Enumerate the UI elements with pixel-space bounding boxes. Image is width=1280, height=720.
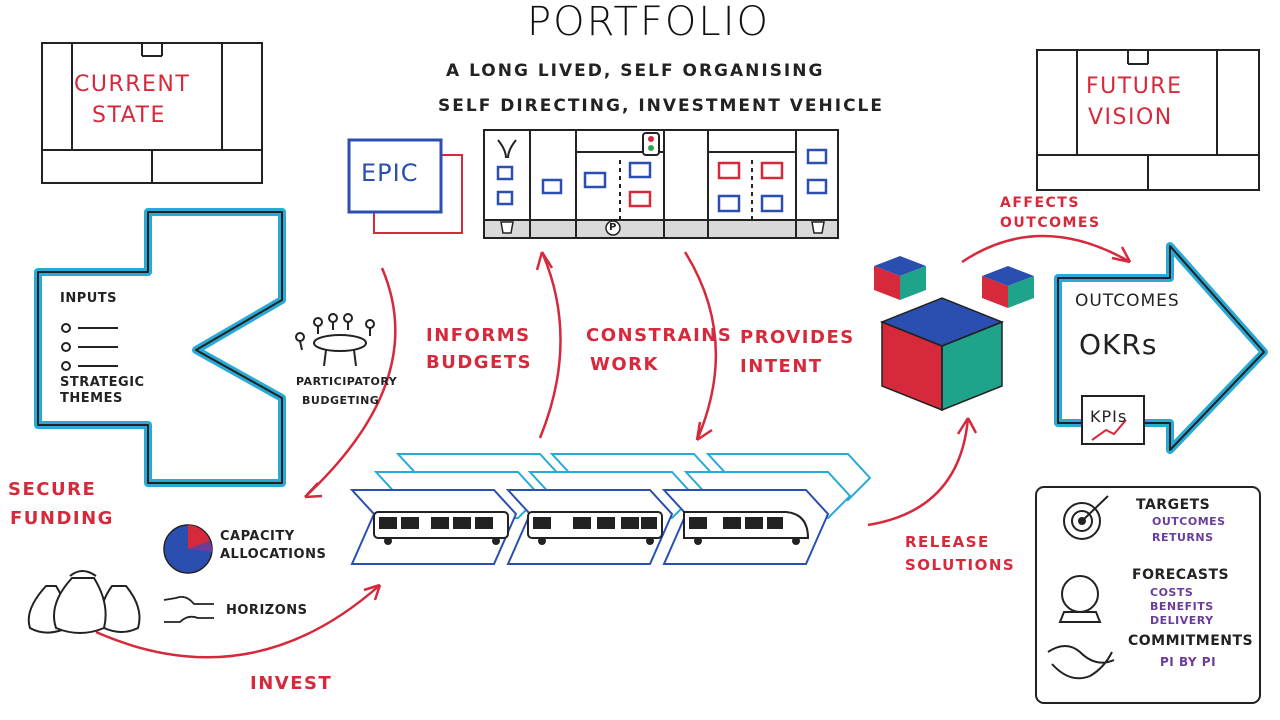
budgeting-label-1: PARTICIPATORY <box>296 375 398 388</box>
future-vision-label-2: VISION <box>1088 105 1173 130</box>
forecasts-delivery-label: DELIVERY <box>1150 614 1214 627</box>
budgeting-label-2: BUDGETING <box>302 394 380 407</box>
capacity-pie-chart <box>163 524 213 574</box>
constrains-label-2: WORK <box>590 354 659 375</box>
kanban-board <box>483 129 839 239</box>
epic-card <box>347 138 463 234</box>
solution-cubes <box>874 256 1034 412</box>
constrains-label-1: CONSTRAINS <box>586 325 733 346</box>
capacity-label-2: ALLOCATIONS <box>220 547 327 562</box>
affects-label-2: OUTCOMES <box>1000 215 1101 231</box>
current-state-board <box>41 42 263 184</box>
targets-returns-label: RETURNS <box>1152 531 1214 544</box>
commitments-pi-label: PI BY PI <box>1160 655 1217 669</box>
epic-label: EPIC <box>361 159 419 187</box>
provides-label-1: PROVIDES <box>740 327 855 348</box>
metrics-legend-box <box>1035 486 1261 704</box>
okrs-label: OKRs <box>1079 328 1158 361</box>
release-label-1: RELEASE <box>905 533 990 551</box>
forecasts-costs-label: COSTS <box>1150 586 1194 599</box>
portfolio-title: PORTFOLIO <box>527 0 770 45</box>
informs-label-1: INFORMS <box>426 325 531 346</box>
money-bags-icon <box>27 570 141 634</box>
secure-funding-label-1: SECURE <box>8 479 97 500</box>
horizons-label: HORIZONS <box>226 603 308 618</box>
budgeting-table-icon <box>295 313 375 367</box>
invest-label: INVEST <box>250 673 333 694</box>
affects-label-1: AFFECTS <box>1000 195 1080 211</box>
strategic-themes-label-1: STRATEGIC <box>60 375 145 390</box>
commitments-label: COMMITMENTS <box>1128 633 1254 649</box>
flow-arrows <box>95 234 1132 659</box>
portfolio-subtitle-line1: A LONG LIVED, SELF ORGANISING <box>446 61 825 81</box>
targets-outcomes-label: OUTCOMES <box>1152 515 1226 528</box>
future-vision-board <box>1036 49 1260 191</box>
strategic-themes-label-2: THEMES <box>60 391 123 406</box>
forecasts-label: FORECASTS <box>1132 567 1230 583</box>
outcomes-arrow-shape <box>1054 242 1268 454</box>
inputs-heading: INPUTS <box>60 291 118 306</box>
portfolio-subtitle-line2: SELF DIRECTING, INVESTMENT VEHICLE <box>438 96 884 116</box>
current-state-label-1: CURRENT <box>74 72 191 97</box>
kpis-label: KPIs <box>1090 407 1128 426</box>
inputs-arrow-shape <box>34 208 286 487</box>
horizons-icon <box>163 595 214 623</box>
release-label-2: SOLUTIONS <box>905 556 1016 574</box>
targets-label: TARGETS <box>1136 497 1211 513</box>
release-trains <box>349 453 872 565</box>
secure-funding-label-2: FUNDING <box>10 508 114 529</box>
current-state-label-2: STATE <box>92 103 166 128</box>
outcomes-heading: OUTCOMES <box>1075 291 1180 311</box>
informs-label-2: BUDGETS <box>426 352 533 373</box>
capacity-label-1: CAPACITY <box>220 529 295 544</box>
forecasts-benefits-label: BENEFITS <box>1150 600 1214 613</box>
provides-label-2: INTENT <box>740 356 823 377</box>
future-vision-label-1: FUTURE <box>1086 74 1183 99</box>
kanban-p-label: P <box>609 222 618 233</box>
